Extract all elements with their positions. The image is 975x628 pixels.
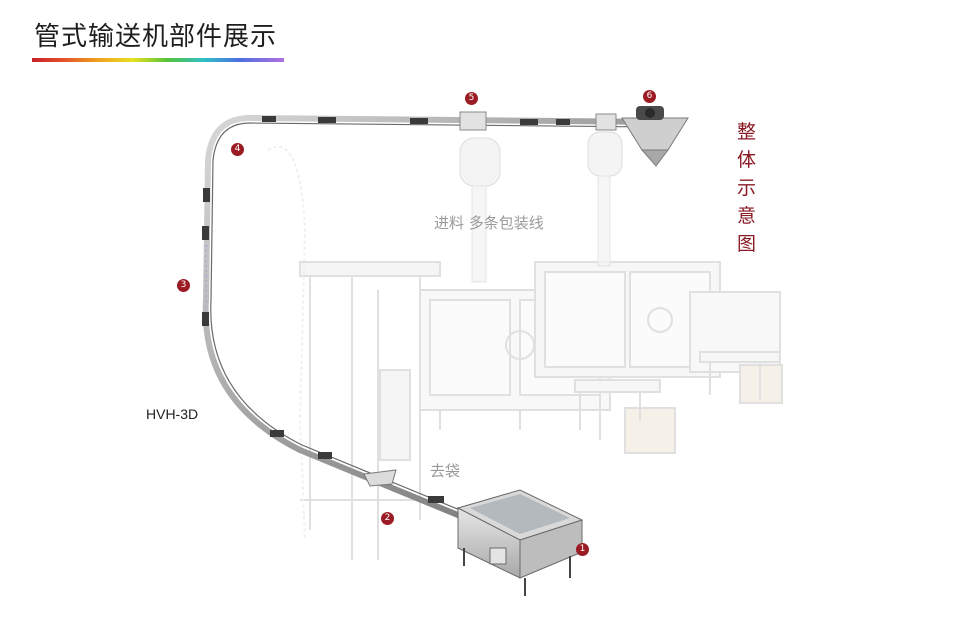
packaging-lines <box>267 145 783 560</box>
bag-removal-label: 去袋 <box>430 462 461 480</box>
marker-5: 5 <box>465 92 478 105</box>
marker-2: 2 <box>381 512 394 525</box>
side-label-char: 体 <box>737 149 757 171</box>
side-label-char: 意 <box>737 205 757 227</box>
drive-unit <box>621 106 689 167</box>
side-label-char: 整 <box>737 121 757 143</box>
marker-6: 6 <box>643 90 656 103</box>
side-label-char: 示 <box>737 177 757 199</box>
side-vertical-label: 整 体 示 意 图 <box>737 118 757 258</box>
side-label-char: 图 <box>737 233 757 255</box>
bag-dump-station <box>456 489 584 596</box>
feed-lines-label: 进料 多条包装线 <box>434 214 544 232</box>
marker-1: 1 <box>576 543 589 556</box>
receiver-hoppers <box>459 131 623 283</box>
marker-4: 4 <box>231 143 244 156</box>
junction-5 <box>459 111 487 131</box>
tube-couplings <box>202 116 570 503</box>
title-underline <box>32 58 284 62</box>
marker-3: 3 <box>177 279 190 292</box>
model-label: HVH-3D <box>146 406 199 422</box>
page-title: 管式输送机部件展示 <box>34 22 278 52</box>
